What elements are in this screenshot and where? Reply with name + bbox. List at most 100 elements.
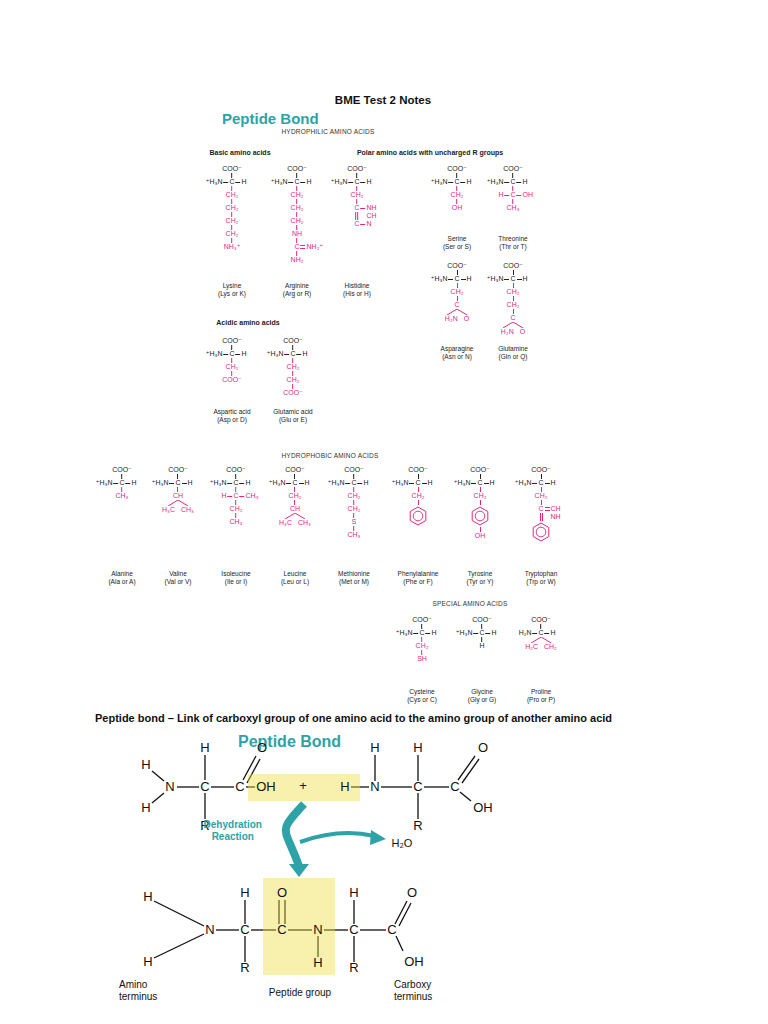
bond-line [178,487,179,492]
bond-line [481,637,482,642]
atom-label: C [294,243,299,251]
amino-acid-code: (Asn or N) [429,353,485,361]
atom-label: ⁺H₃N [396,629,413,637]
amino-acid-code: (Ser or S) [429,243,485,251]
bond-line [361,182,366,183]
atom-label: CH₃ [507,204,520,212]
atom-row: CH [355,212,358,220]
atom-label: COO⁻ [412,616,432,624]
atom-label: O [407,886,417,900]
bond-line [517,195,522,196]
highlight-box: OH+H [248,774,360,801]
bond-line [353,500,354,505]
atom-label: O [478,741,488,755]
atom-label: COO⁻ [222,376,242,384]
bond-line [418,487,419,492]
bond-line [223,182,228,183]
atom-label: COO⁻ [447,165,467,173]
bond-line [457,283,458,288]
bond-line [178,474,179,479]
bond-line [361,224,366,225]
amino-acid-name: Leucine [267,570,323,578]
atom-label: CH [366,212,376,220]
bond-line [169,483,174,484]
atom-label: OH [473,801,493,815]
group-heading: HYDROPHILIC AMINO ACIDS [281,128,374,135]
arrowhead [289,864,309,877]
bond-line [532,483,537,484]
bond-line [353,487,354,492]
amino-acid-name: Phenylalanine [390,570,446,578]
amino-acid-code: (Met or M) [326,578,382,586]
atom-label: H [221,492,226,500]
atom-label: C [510,314,515,322]
atom-label: H [307,178,312,186]
amino-acid-name: Aspartic acid [204,408,260,416]
atom-label: CH₂ [226,191,239,199]
atom-label: H [370,741,379,755]
atom-label: C [413,780,422,794]
atom-label: OH [452,204,463,212]
atom-label: CH₂ [230,505,243,513]
atom-row: C⁺H₃NH [477,479,482,487]
amino-acid-code: (Cys or C) [394,696,450,704]
atom-label: H [143,890,152,904]
atom-label: ⁺H₃N [431,275,448,283]
atom-label: COO⁻ [222,337,242,345]
bond-line [113,483,118,484]
atom-label: C [354,220,359,228]
amino-acid-name: Alanine [94,570,150,578]
atom-label: COO⁻ [531,466,551,474]
atom-row: CCH [538,505,543,513]
bond-line [517,279,522,280]
atom-label: ⁺H₃N [206,350,223,358]
atom-label: ⁺H₃N [152,479,169,487]
atom-label: H [141,801,150,815]
amino-acid-code: (His or H) [329,290,385,298]
branch-bonds [280,513,310,519]
bond-line [471,483,476,484]
atom-label: NH₃⁺ [224,243,241,251]
amino-acid-name-block: Methionine(Met or M) [326,570,382,585]
atom-label: C [538,505,543,513]
atom-label: CH₂ [289,492,302,500]
bond-line [235,500,236,505]
atom-label: CH₃ [246,492,259,500]
atom-row: C⁺H₃NH [454,178,459,186]
bond-line [504,279,509,280]
atom-label: CH₂ [507,288,520,296]
atom-label: COO⁻ [283,337,303,345]
atom-label: ⁺H₃N [392,479,409,487]
atom-label: CH₂ [226,204,239,212]
atom-label: C [240,923,249,937]
page-title: BME Test 2 Notes [335,94,431,106]
bond-line [361,208,366,209]
bond-line [231,173,232,178]
atom-label: ⁺H₃N [454,479,471,487]
atom-row: C⁺H₃NH [538,479,543,487]
bond-line [295,487,296,492]
atom-label: H [303,350,308,358]
amino-acid-name: Isoleucine [208,570,264,578]
atom-label: CH₂ [226,217,239,225]
molecule-label: H₂O [392,837,413,850]
atom-row: C⁺H₃NH [454,275,459,283]
atom-label: ⁺H₃N [328,479,345,487]
atom-label: C [292,479,297,487]
bond-line [503,322,513,328]
bond-line [182,483,187,484]
bond-line [301,182,306,183]
bond-line [457,296,458,301]
amino-acid-structure: COO⁻C⁺H₃NHH [472,616,492,650]
atom-label: ⁺H₃N [515,479,532,487]
group-heading: SPECIAL AMINO ACIDS [432,600,507,607]
atom-label: ⁺H₃N [456,629,473,637]
atom-label: CH₂ [474,492,487,500]
bond-line [480,474,481,479]
bond-line [473,633,478,634]
bond-lines [152,755,479,962]
atom-label: H₂C [525,643,538,651]
bond-line [177,786,199,787]
branch: H₂CCH₂ [525,637,557,651]
bond-line [299,483,304,484]
